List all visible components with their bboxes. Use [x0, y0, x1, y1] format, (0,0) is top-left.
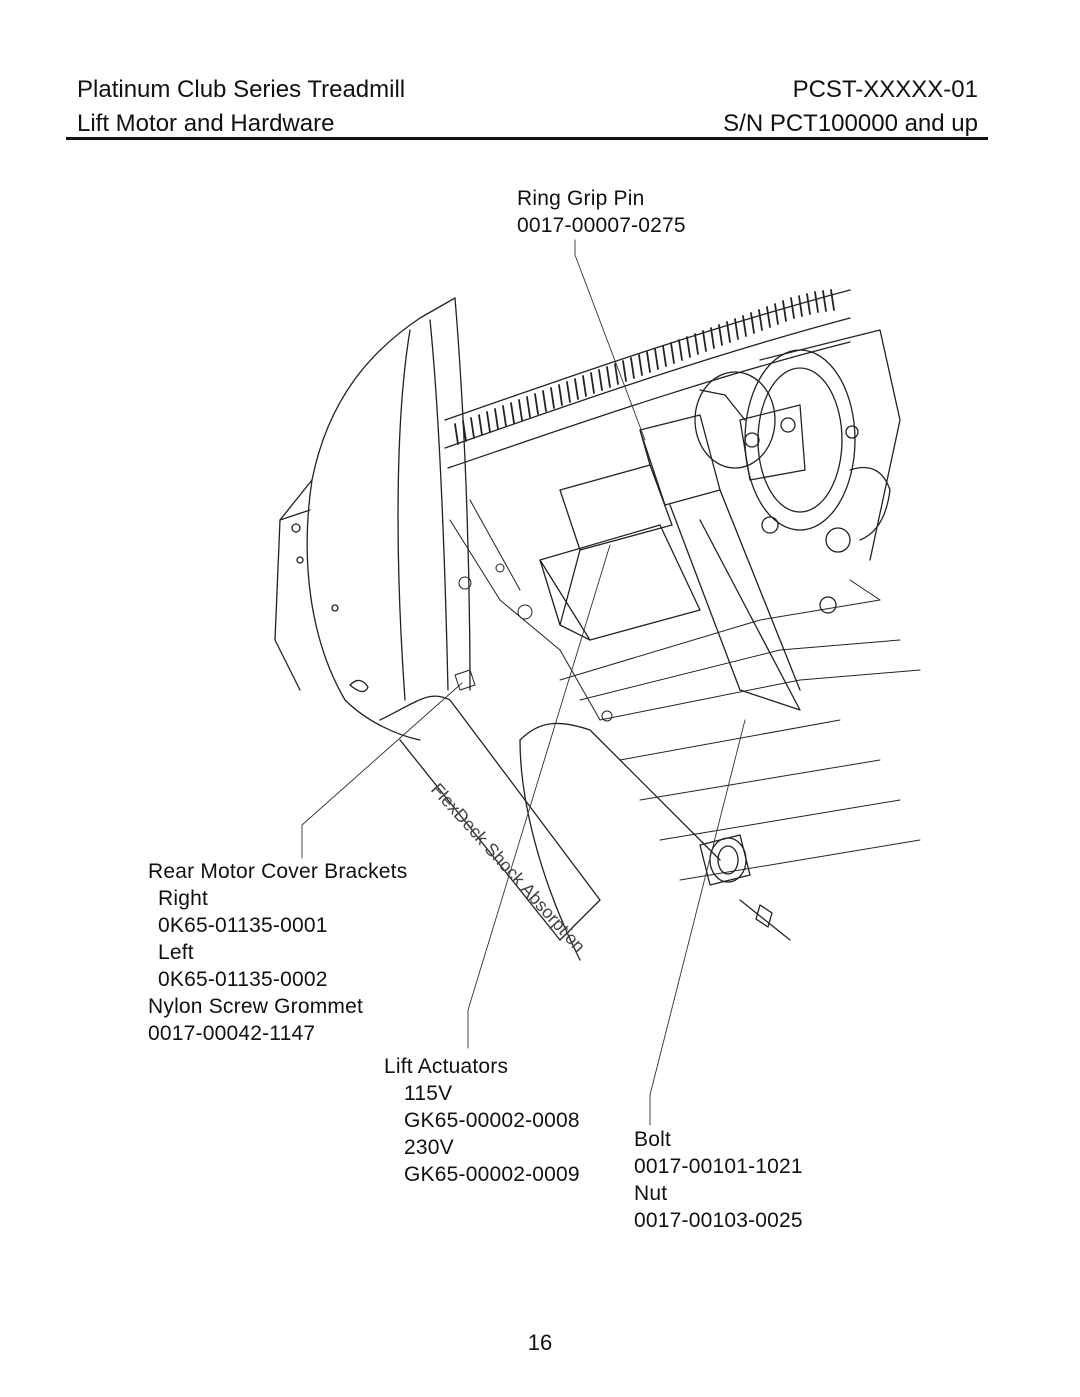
bolt-label: Bolt [634, 1128, 671, 1151]
header-rule [66, 137, 988, 140]
nut-label: Nut [634, 1182, 668, 1205]
callout-lift-actuators: Lift Actuators 115V GK65-00002-0008 230V… [384, 1053, 580, 1188]
section-title: Lift Motor and Hardware [77, 110, 335, 137]
nut-part: 0017-00103-0025 [634, 1209, 803, 1232]
left-bracket-label: Left [158, 941, 194, 964]
ring-grip-pin-part: 0017-00007-0275 [517, 214, 686, 237]
rear-motor-cover-label: Rear Motor Cover Brackets [148, 860, 408, 883]
serial-range: S/N PCT100000 and up [723, 110, 978, 137]
ring-grip-pin-label: Ring Grip Pin [517, 187, 645, 210]
leader-rear-motor-cover [301, 682, 463, 859]
deck-side-panel: FlexDeck Shock Absorption [379, 695, 791, 961]
leader-lift-actuators [467, 544, 611, 1049]
lift-actuators-label: Lift Actuators [384, 1055, 509, 1078]
callout-rear-motor-cover: Rear Motor Cover Brackets Right 0K65-011… [148, 858, 407, 1047]
actuator-115v-label: 115V [404, 1082, 453, 1105]
lift-actuator [539, 389, 801, 711]
right-bracket-label: Right [158, 887, 209, 910]
grommet-label: Nylon Screw Grommet [148, 995, 364, 1018]
model-number: PCST-XXXXX-01 [792, 76, 978, 103]
drive-motor [694, 329, 901, 614]
leader-lines [301, 239, 746, 1126]
callout-ring-grip-pin: Ring Grip Pin 0017-00007-0275 [517, 185, 686, 239]
deck-decal-text: FlexDeck Shock Absorption [427, 779, 589, 956]
bolt-part: 0017-00101-1021 [634, 1155, 803, 1178]
grommet-part: 0017-00042-1147 [148, 1022, 316, 1045]
motor-hood [274, 297, 471, 741]
document-title: Platinum Club Series Treadmill [77, 76, 406, 103]
leader-bolt-nut [649, 719, 746, 1126]
left-bracket-part: 0K65-01135-0002 [158, 968, 328, 991]
right-bracket-part: 0K65-01135-0001 [158, 914, 328, 937]
actuator-230v-label: 230V [404, 1136, 454, 1159]
frame-internals [449, 499, 921, 881]
leader-ring-grip-pin [574, 239, 646, 441]
actuator-115v-part: GK65-00002-0008 [404, 1109, 580, 1132]
frame-rail [444, 289, 851, 469]
callout-bolt-nut: Bolt 0017-00101-1021 Nut 0017-00103-0025 [634, 1126, 803, 1234]
page-number: 16 [527, 1330, 553, 1355]
actuator-230v-part: GK65-00002-0009 [404, 1163, 580, 1186]
